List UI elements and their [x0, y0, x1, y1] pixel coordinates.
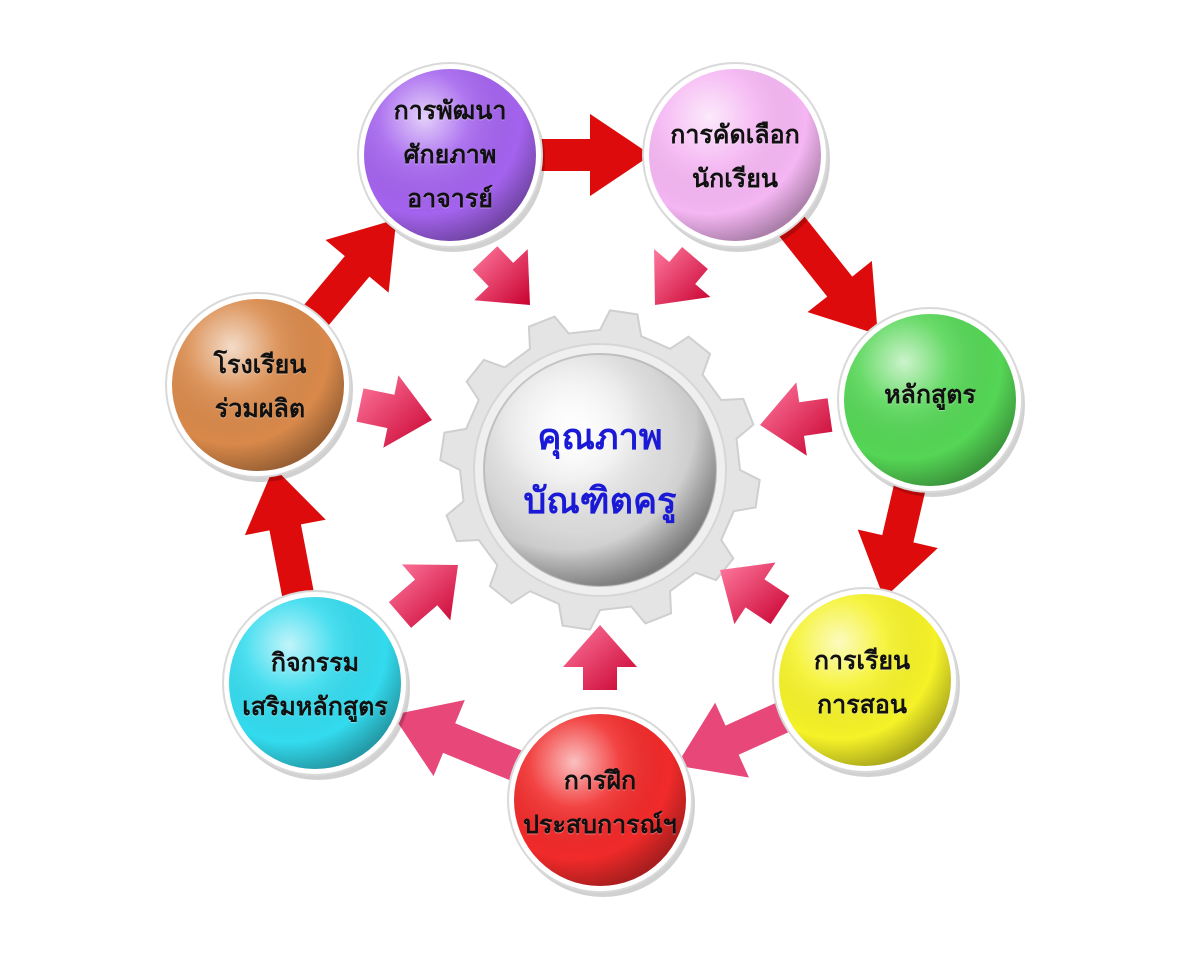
node-shine [172, 299, 344, 471]
node-teaching-learning [772, 587, 960, 777]
node-shine [364, 69, 536, 241]
inward-arrow [760, 382, 833, 456]
node-practicum [507, 707, 695, 897]
node-shine [649, 69, 821, 241]
node-extracurricular [222, 590, 410, 780]
inward-arrow [654, 247, 711, 305]
inward-arrow [720, 562, 790, 625]
inward-arrow [472, 246, 530, 305]
node-shine [229, 597, 401, 769]
inward-arrow [563, 625, 637, 690]
node-partner-schools [165, 292, 353, 482]
node-shine [779, 594, 951, 766]
inward-arrows [356, 246, 833, 690]
node-shine [514, 714, 686, 886]
node-student-selection [642, 62, 830, 252]
node-curriculum [837, 307, 1025, 497]
inward-arrow [388, 564, 458, 628]
nodes [165, 62, 1025, 897]
center-shine [484, 354, 716, 586]
node-teacher-development [357, 62, 545, 252]
gear [439, 309, 761, 631]
node-shine [844, 314, 1016, 486]
inward-arrow [356, 375, 432, 448]
